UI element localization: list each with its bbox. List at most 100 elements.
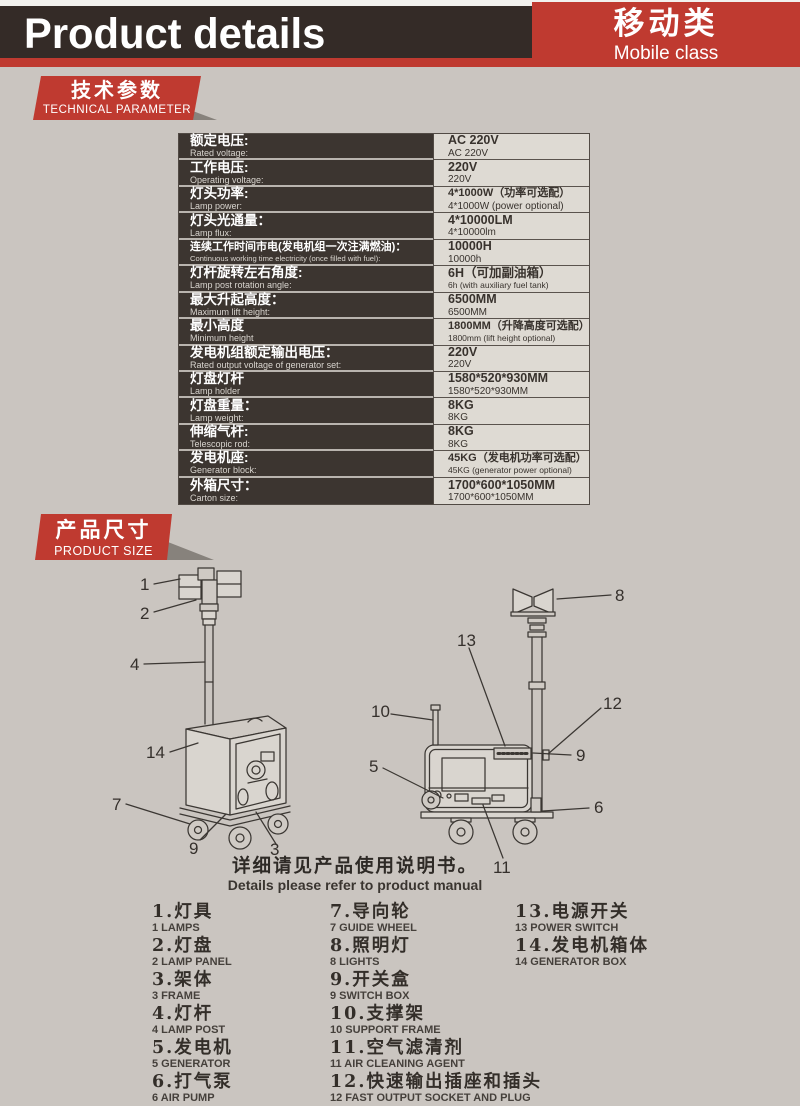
spec-label-cn: 伸缩气杆: — [190, 424, 249, 440]
generator-box-drawing — [179, 715, 291, 827]
spec-value-en: 4*10000lm — [448, 227, 496, 239]
spec-value-en: 8KG — [448, 438, 469, 450]
spec-value-en: 1700*600*1050MM — [448, 492, 534, 504]
support-frame-drawing — [421, 704, 441, 810]
spec-label-cell: 灯盘重量：Lamp weight: — [179, 398, 433, 425]
spec-value-cn: 1800MM（升降高度可选配） — [448, 319, 590, 332]
callout-number: 12 — [603, 694, 622, 713]
spec-label-en: Carton size: — [190, 492, 239, 503]
spec-value-cn: 8KG — [448, 424, 474, 439]
spec-label-cn: 灯杆旋转左右角度: — [190, 265, 303, 281]
spec-value-en: 4*1000W (power optional) — [448, 200, 564, 212]
spec-value-en: 220V — [448, 359, 472, 371]
spec-label-cn: 最大升起高度： — [190, 291, 285, 307]
spec-value-cell: 45KG（发电机功率可选配）45KG (generator power opti… — [433, 451, 589, 478]
product-diagram-front: 1 2 4 14 7 9 3 — [112, 567, 291, 859]
spec-value-cn: 6500MM — [448, 292, 497, 307]
part-name-cn: 10.支撑架 — [330, 1004, 425, 1024]
spec-value-cell: 4*1000W（功率可选配）4*1000W (power optional) — [433, 186, 589, 214]
spec-label-en: Maximum lift height: — [190, 306, 271, 317]
part-name-cn: 14.发电机箱体 — [515, 936, 649, 956]
category-name-en: Mobile class — [613, 43, 719, 64]
part-name-cn: 5.发电机 — [152, 1038, 233, 1058]
spec-label-cell: 灯杆旋转左右角度:Lamp post rotation angle: — [179, 265, 433, 293]
callout-number: 3 — [270, 840, 279, 859]
callout-number: 6 — [594, 798, 603, 817]
spec-label-cell: 额定电压:Rated voltage: — [179, 134, 433, 161]
spec-row: 发电机组额定输出电压：Rated output voltage of gener… — [179, 344, 589, 372]
spec-value-cn: 220V — [448, 344, 478, 359]
part-name-en: 12 FAST OUTPUT SOCKET AND PLUG — [330, 1092, 531, 1104]
product-diagram-side: 8 13 10 12 9 5 6 11 — [369, 586, 624, 877]
callout-number: 11 — [493, 858, 511, 877]
callout-numbers: 8 13 10 12 9 5 6 11 — [369, 586, 624, 877]
spec-label-en: Continuous working time electricity (onc… — [190, 253, 381, 263]
callout-numbers: 1 2 4 14 7 9 3 — [112, 575, 279, 859]
manual-note-en: Details please refer to product manual — [227, 877, 483, 893]
manual-note: 详细请见产品使用说明书。 Details please refer to pro… — [155, 856, 555, 893]
spec-value-en: 45KG (generator power optional) — [448, 465, 572, 476]
callout-number: 7 — [112, 795, 121, 814]
callout-lines — [125, 578, 277, 845]
spec-label-cell: 发电机组额定输出电压：Rated output voltage of gener… — [179, 345, 433, 372]
category-badge: 移动类 Mobile class — [532, 2, 800, 66]
lamp-post-drawing — [201, 610, 217, 727]
spec-value-en: 8KG — [448, 412, 469, 424]
spec-value-cell: 6H（可加副油箱）6h (with auxiliary fuel tank) — [433, 266, 589, 293]
spec-label-cell: 灯头光通量：Lamp flux: — [179, 213, 433, 240]
callout-number: 5 — [369, 757, 378, 776]
section-badge-technical-parameter: 技术参数 TECHNICAL PARAMETER — [33, 76, 201, 120]
callout-number: 8 — [615, 586, 624, 605]
spec-value-cn: 4*1000W（功率可选配） — [448, 187, 571, 200]
spec-row: 连续工作时间市电(发电机组一次注满燃油)：Continuous working … — [179, 240, 589, 267]
spec-value-en: AC 220V — [448, 147, 489, 159]
spec-label-cell: 伸缩气杆:Telescopic rod: — [179, 424, 433, 452]
part-name-cn: 7.导向轮 — [330, 902, 411, 922]
part-name-cn: 3.架体 — [152, 970, 214, 990]
spec-label-cn: 灯盘灯杆 — [190, 371, 244, 387]
part-name-cn: 8.照明灯 — [330, 936, 411, 956]
section-title-cn: 产品尺寸 — [55, 519, 152, 542]
callout-number: 1 — [140, 575, 149, 594]
part-name-cn: 13.电源开关 — [515, 902, 630, 922]
spec-label-en: Operating voltage: — [190, 174, 264, 185]
spec-label-en: Rated output voltage of generator set: — [190, 359, 342, 370]
spec-label-en: Generator block: — [190, 465, 257, 476]
spec-label-en: Minimum height — [190, 333, 254, 344]
part-name-cn: 1.灯具 — [152, 902, 214, 922]
spec-label-cn: 外箱尺寸： — [190, 477, 258, 493]
category-name-cn: 移动类 — [613, 6, 719, 41]
spec-row: 发电机座:Generator block:45KG（发电机功率可选配）45KG … — [179, 451, 589, 478]
spec-value-cn: 1700*600*1050MM — [448, 477, 556, 492]
spec-label-cell: 灯头功率:Lamp power: — [179, 187, 433, 214]
page-title: Product details — [24, 10, 326, 58]
part-name-en: 14 GENERATOR BOX — [515, 956, 627, 968]
spec-label-cell: 最大升起高度：Maximum lift height: — [179, 291, 433, 320]
spec-label-cn: 最小高度 — [190, 318, 244, 334]
